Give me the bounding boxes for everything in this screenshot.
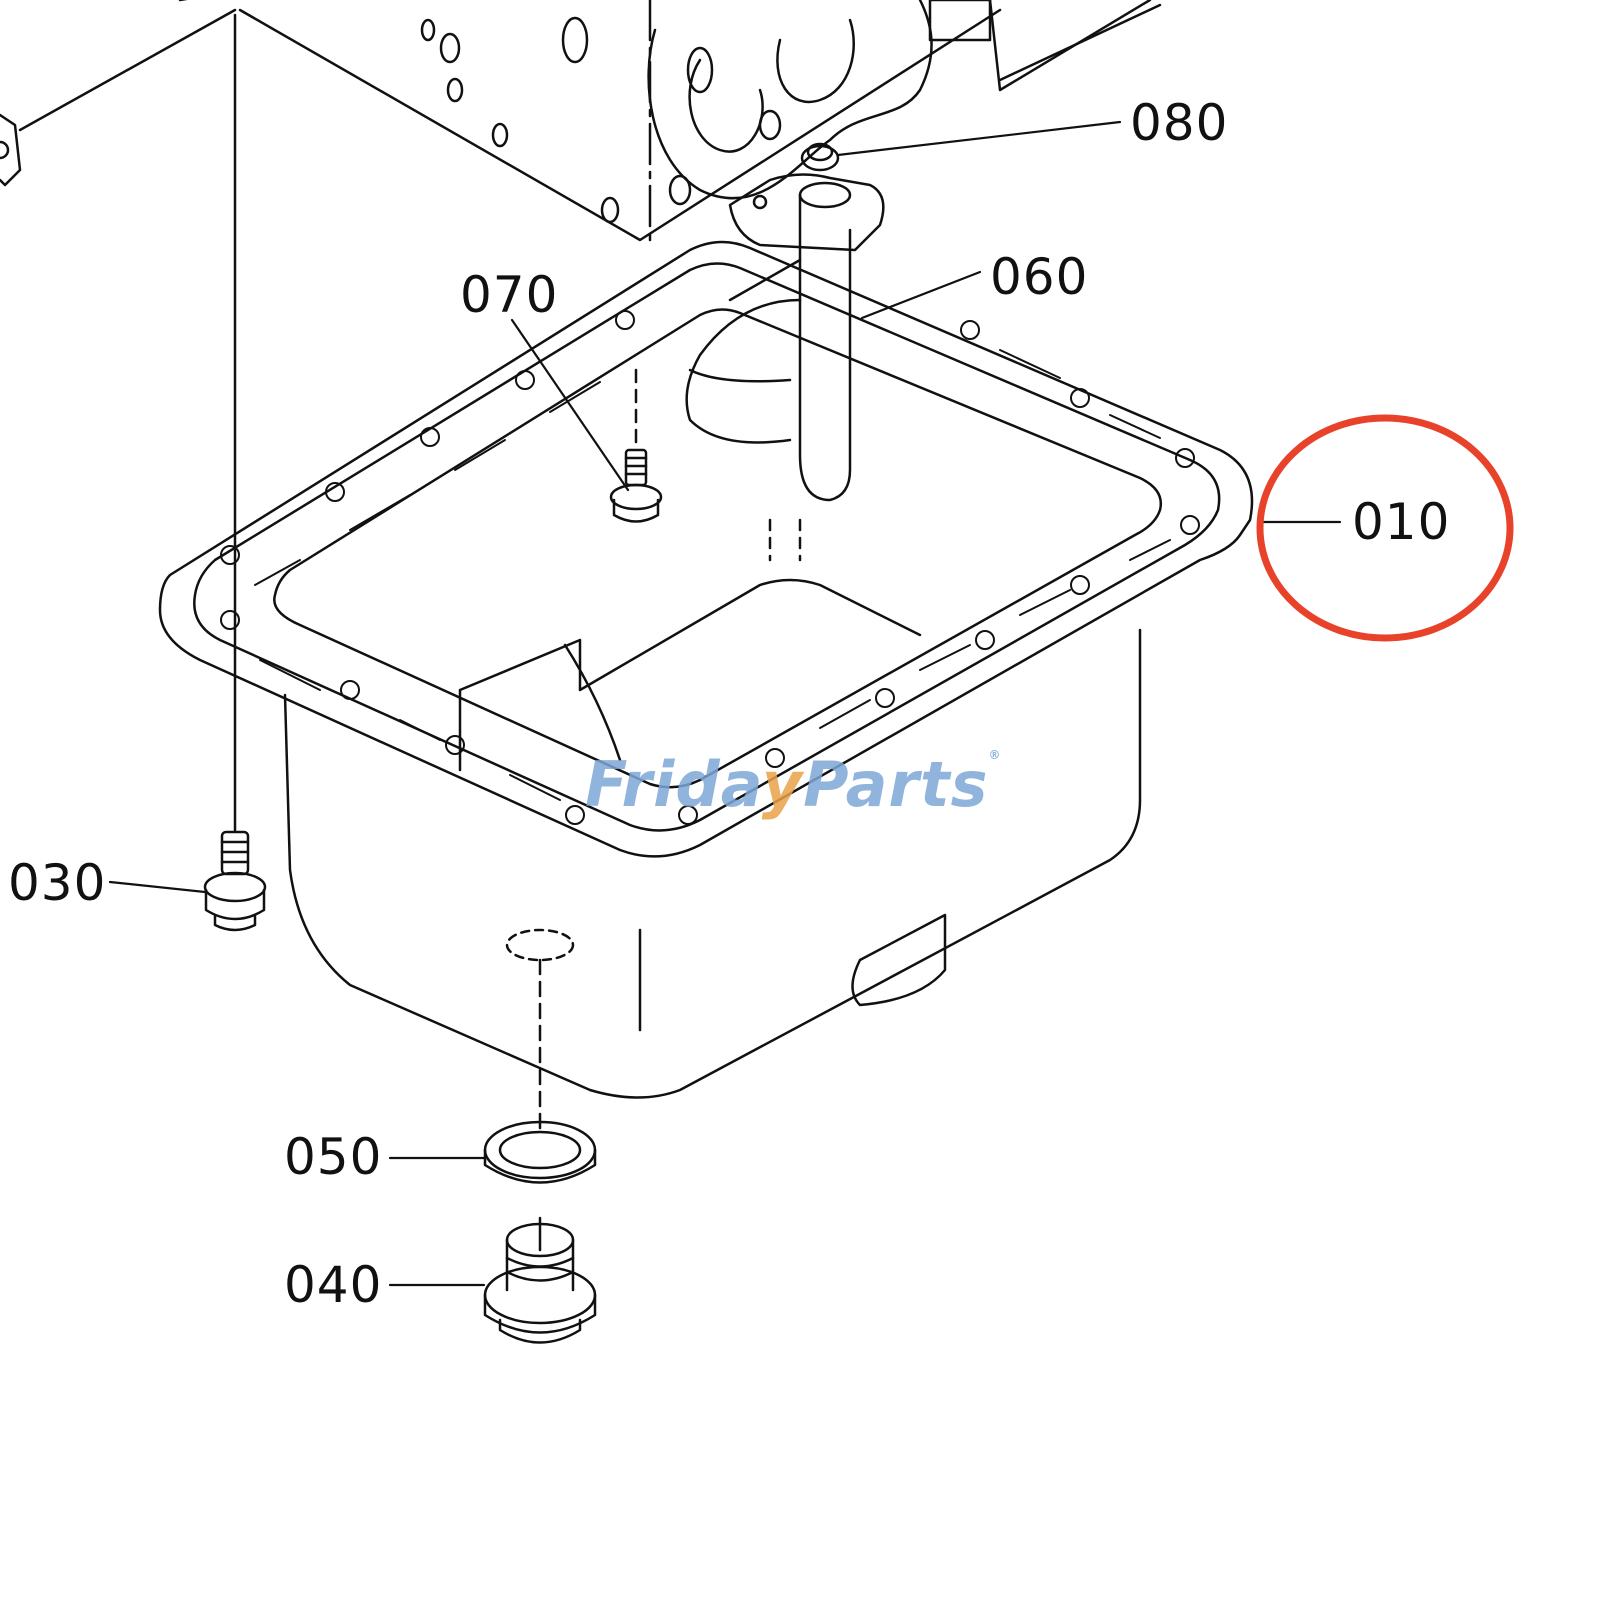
drain-plug-040 xyxy=(483,1216,597,1344)
watermark-logo: FridayParts® xyxy=(585,748,1002,821)
watermark-text-3: Parts xyxy=(803,748,989,821)
callout-080[interactable]: 080 xyxy=(1130,94,1229,152)
engine-block xyxy=(178,0,1162,247)
washer-050 xyxy=(483,1120,597,1184)
bolt-070 xyxy=(609,368,663,523)
watermark-text-1: Frida xyxy=(585,748,762,821)
callout-070[interactable]: 070 xyxy=(460,266,559,324)
bolt-030 xyxy=(203,830,267,932)
callout-050[interactable]: 050 xyxy=(284,1128,383,1186)
registered-mark: ® xyxy=(988,748,1002,762)
callout-030[interactable]: 030 xyxy=(8,854,107,912)
oil-strainer xyxy=(685,142,885,562)
oil-pan-gasket xyxy=(158,240,1254,858)
watermark-text-2: y xyxy=(761,748,804,821)
callout-060[interactable]: 060 xyxy=(990,248,1089,306)
leader-lines xyxy=(108,120,1342,1287)
callout-040[interactable]: 040 xyxy=(284,1256,383,1314)
bolt-upper-left xyxy=(0,8,237,832)
highlight-circle xyxy=(1256,414,1514,642)
oil-pan-body xyxy=(283,578,1142,1137)
callout-010[interactable]: 010 xyxy=(1352,493,1451,551)
